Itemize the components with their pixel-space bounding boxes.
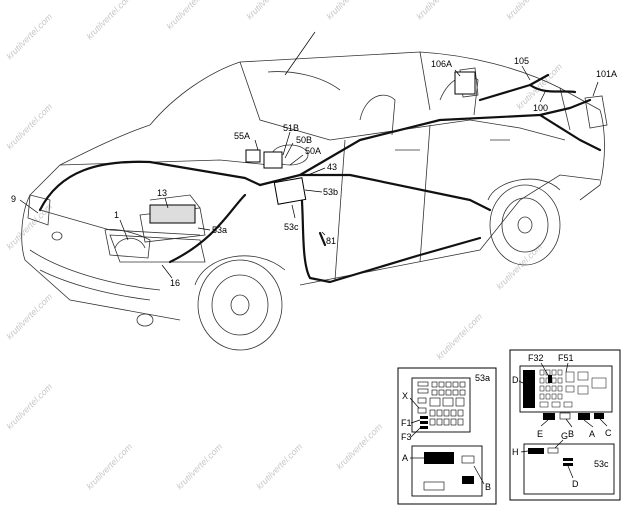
inset-53c-title: 53c: [594, 459, 609, 469]
inset-53b-label-E: E: [537, 429, 543, 439]
watermark: krutilvertel.com: [494, 241, 544, 291]
callout-53a: 53a: [212, 225, 227, 235]
watermark: krutilvertel.com: [4, 381, 54, 431]
watermark: krutilvertel.com: [504, 0, 554, 21]
watermark: krutilvertel.com: [434, 311, 484, 361]
car-outline: [21, 51, 608, 351]
callout-81: 81: [326, 236, 336, 246]
callout-53c: 53c: [284, 222, 299, 232]
watermark: krutilvertel.com: [4, 201, 54, 251]
callout-106A: 106A: [431, 59, 452, 69]
inset-53c: 53c H G D: [512, 431, 615, 495]
callout-9: 9: [11, 194, 16, 204]
callout-101A: 101A: [596, 69, 617, 79]
inset-53b-label-F51: F51: [558, 353, 574, 363]
watermark: krutilvertel.com: [84, 441, 134, 491]
callout-105: 105: [514, 56, 529, 66]
watermark: krutilvertel.com: [4, 101, 54, 151]
callout-53b: 53b: [323, 187, 338, 197]
inset-53a-title: 53a: [475, 373, 490, 383]
inset-53b-label-B: B: [568, 429, 574, 439]
inset-53c-label-G: G: [561, 431, 568, 441]
watermark: krutilvertel.com: [164, 0, 214, 31]
inset-53b-label-D: D: [512, 375, 519, 385]
watermark: krutilvertel.com: [324, 0, 374, 21]
inset-53c-label-H: H: [512, 447, 519, 457]
callout-55A: 55A: [234, 131, 250, 141]
watermark: krutilvertel.com: [174, 441, 224, 491]
watermark: krutilvertel.com: [84, 0, 134, 41]
callouts: 9 1 13 16 53a 55A 51B 50B 50A 43 53b 53c…: [11, 31, 617, 288]
inset-53a: 53a X F1 F3: [397, 367, 497, 505]
callout-43: 43: [327, 162, 337, 172]
callout-50B: 50B: [296, 135, 312, 145]
inset-53b-label-F32: F32: [528, 353, 544, 363]
callout-50A: 50A: [305, 146, 321, 156]
inset-53a-label-X: X: [402, 391, 408, 401]
watermark: krutilvertel.com: [334, 421, 384, 471]
inset-53a-label-B: B: [485, 482, 491, 492]
inset-53a-label-A: A: [402, 453, 408, 463]
inset-53a-label-F1: F1: [401, 418, 412, 428]
inset-53c-label-D: D: [572, 479, 579, 489]
inset-53b-label-C: C: [605, 428, 612, 438]
inset-53b-label-A: A: [589, 429, 595, 439]
watermark: krutilvertel.com: [244, 0, 294, 21]
callout-51B: 51B: [283, 123, 299, 133]
components: [149, 71, 476, 224]
callout-1: 1: [114, 210, 119, 220]
watermark: krutilvertel.com: [4, 11, 54, 61]
watermark: krutilvertel.com: [414, 0, 464, 21]
callout-13: 13: [157, 188, 167, 198]
callout-16: 16: [170, 278, 180, 288]
watermark: krutilvertel.com: [4, 291, 54, 341]
watermark: krutilvertel.com: [254, 441, 304, 491]
inset-53a-label-F3: F3: [401, 432, 412, 442]
callout-100: 100: [533, 103, 548, 113]
